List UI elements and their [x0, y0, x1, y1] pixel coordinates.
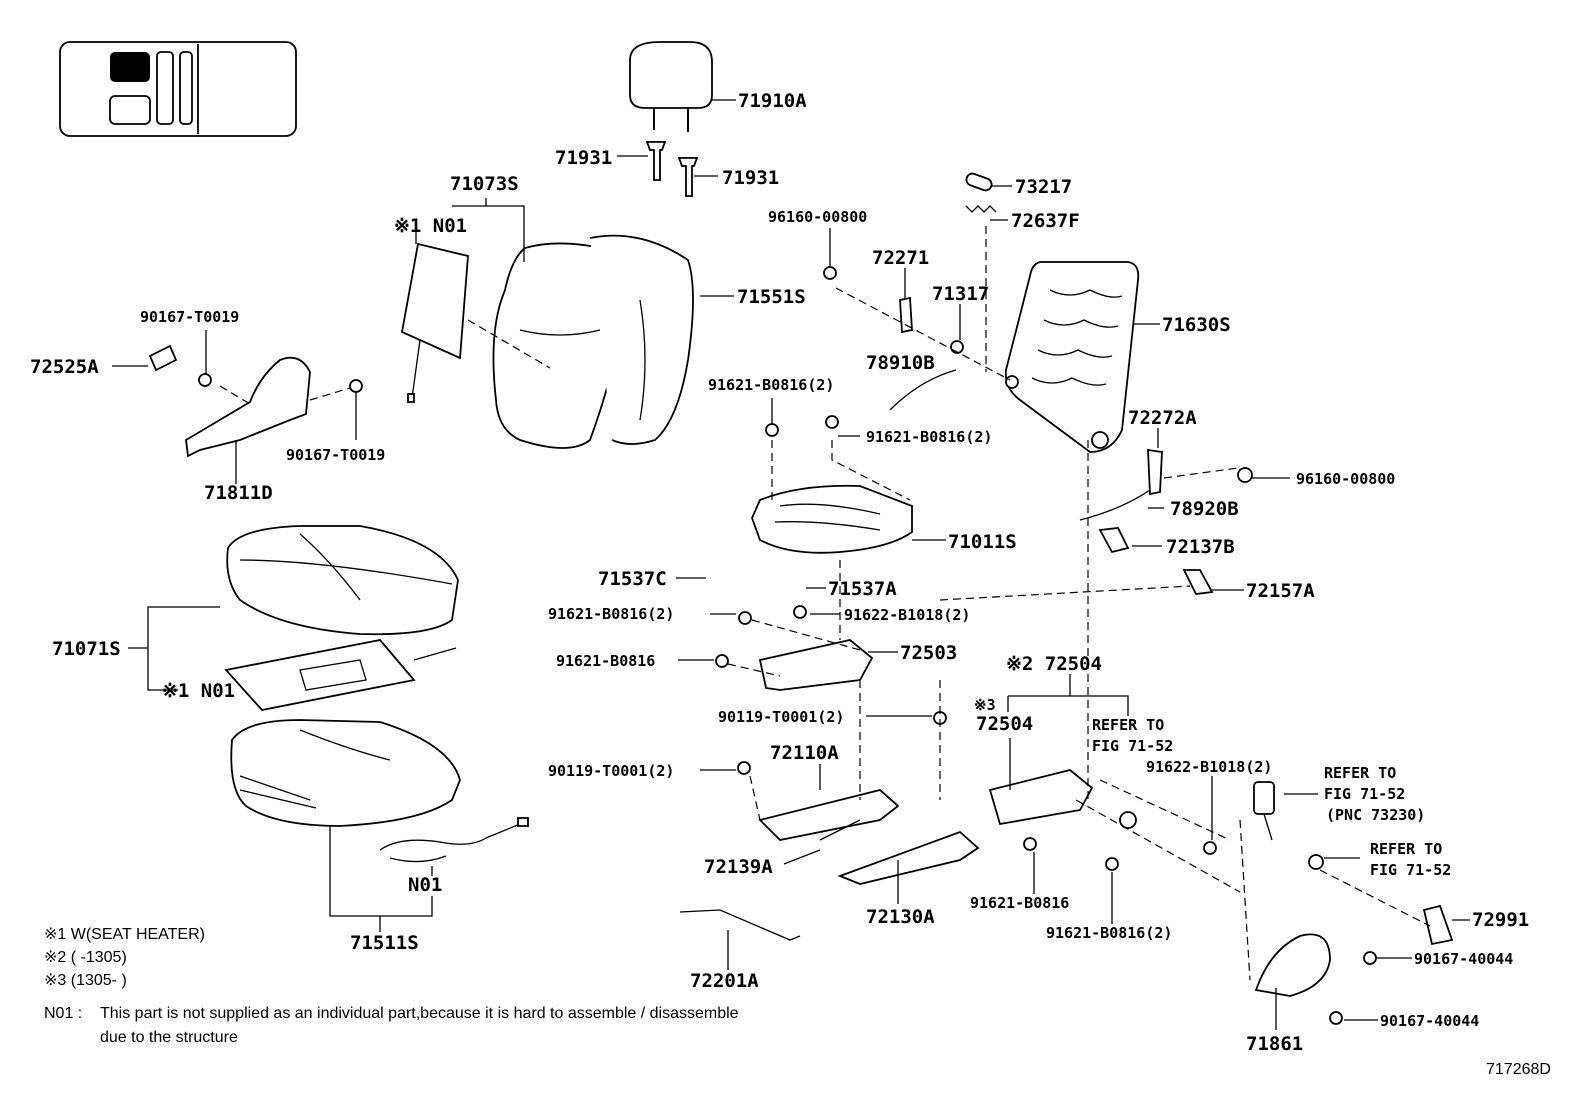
label-72525a: 72525A: [30, 356, 99, 378]
label-refer-1-a: REFER TO: [1092, 716, 1164, 734]
label-78920b: 78920B: [1170, 498, 1239, 520]
label-71861: 71861: [1246, 1033, 1303, 1055]
seatback-heater-drawing: [400, 242, 469, 403]
headrest-drawing: [629, 41, 713, 132]
label-72272a: 72272A: [1128, 407, 1197, 429]
figure-id: 717268D: [1486, 1061, 1551, 1078]
cushion-harness-drawing: [379, 817, 529, 863]
label-72504-b-mark: ※3: [974, 696, 996, 714]
label-refer-2-c: (PNC 73230): [1326, 806, 1425, 824]
label-91621-b0816-b: 91621-B0816(2): [866, 428, 992, 446]
label-73217: 73217: [1015, 176, 1072, 198]
seatback-frame-drawing: [1004, 261, 1140, 453]
label-71630s: 71630S: [1162, 314, 1231, 336]
label-refer-3-b: FIG 71-52: [1370, 861, 1451, 879]
label-n01-seatback: ※1 N01: [394, 215, 467, 237]
seat-cushion-cover-drawing: [230, 719, 461, 827]
label-96160-00800-a: 96160-00800: [768, 208, 867, 226]
leader-lines: [112, 99, 1470, 1030]
label-71011s: 71011S: [948, 531, 1017, 553]
label-90119-t0001-b: 90119-T0001(2): [548, 762, 674, 780]
label-72504-a: ※2 72504: [1006, 653, 1102, 675]
label-91621-b0816-c: 91621-B0816(2): [548, 605, 674, 623]
label-72157a: 72157A: [1246, 580, 1315, 602]
label-90167-t0019-a: 90167-T0019: [140, 308, 239, 326]
label-72137b: 72137B: [1166, 536, 1235, 558]
note-n01-code: N01 :: [44, 1005, 82, 1022]
cushion-heater-drawing: [224, 639, 457, 711]
label-71811d: 71811D: [204, 482, 273, 504]
cushion-frame-drawing: [751, 415, 913, 554]
label-91622-b1018-b: 91622-B1018(2): [1146, 758, 1272, 776]
label-90119-t0001-a: 90119-T0001(2): [718, 708, 844, 726]
footnotes: ※1 W(SEAT HEATER) ※2 ( -1305) ※3 (1305- …: [44, 926, 1551, 1078]
label-90167-40044-b: 90167-40044: [1380, 1012, 1479, 1030]
label-refer-2-b: FIG 71-52: [1324, 785, 1405, 803]
label-71317: 71317: [932, 283, 989, 305]
label-n01-cushion-heater: ※1 N01: [162, 680, 235, 702]
part-labels: 71910A 71931 71931 71073S ※1 N01 71551S …: [30, 90, 1529, 1055]
label-refer-3-a: REFER TO: [1370, 840, 1442, 858]
seat-location-indicator: [59, 41, 297, 137]
label-72637f: 72637F: [1011, 210, 1080, 232]
label-71537c: 71537C: [598, 568, 667, 590]
assembly-dash-lines: [219, 226, 1431, 981]
label-72139a: 72139A: [704, 856, 773, 878]
label-71511s: 71511S: [350, 932, 419, 954]
label-96160-00800-b: 96160-00800: [1296, 470, 1395, 488]
label-91621-b0816-d: 91621-B0816: [556, 652, 655, 670]
note-after-1305: ※3 (1305- ): [44, 972, 127, 989]
label-91622-b1018-a: 91622-B1018(2): [844, 606, 970, 624]
label-72110a: 72110A: [770, 742, 839, 764]
label-72271: 72271: [872, 247, 929, 269]
label-72991: 72991: [1472, 909, 1529, 931]
note-before-1305: ※2 ( -1305): [44, 949, 127, 966]
label-90167-t0019-b: 90167-T0019: [286, 446, 385, 464]
recliner-cover-drawing: [148, 344, 363, 458]
note-seat-heater: ※1 W(SEAT HEATER): [44, 926, 205, 943]
label-refer-1-b: FIG 71-52: [1092, 737, 1173, 755]
label-91621-b0816-a: 91621-B0816(2): [708, 376, 834, 394]
small-parts-drawing: [823, 172, 1253, 595]
label-72504-b: 72504: [976, 713, 1033, 735]
label-refer-2-a: REFER TO: [1324, 764, 1396, 782]
label-90167-40044-a: 90167-40044: [1414, 950, 1513, 968]
headrest-guide-drawing: [645, 141, 699, 197]
label-91621-b0816-f: 91621-B0816(2): [1046, 924, 1172, 942]
label-71071s: 71071S: [52, 638, 121, 660]
label-72503: 72503: [900, 642, 957, 664]
label-71551s: 71551S: [737, 286, 806, 308]
label-n01-harness: N01: [408, 874, 442, 896]
label-72130a: 72130A: [866, 906, 935, 928]
note-n01-text-line1: This part is not supplied as an individu…: [100, 1005, 739, 1022]
label-71537a: 71537A: [828, 578, 897, 600]
seat-track-drawing: [679, 605, 1217, 941]
belt-and-shield-drawing: [1253, 781, 1454, 1025]
label-71073s: 71073S: [450, 173, 519, 195]
note-n01-text-line2: due to the structure: [100, 1029, 238, 1046]
label-71931-a: 71931: [555, 147, 612, 169]
label-71910a: 71910A: [738, 90, 807, 112]
label-72201a: 72201A: [690, 970, 759, 992]
label-78910b: 78910B: [866, 352, 935, 374]
label-91621-b0816-e: 91621-B0816: [970, 894, 1069, 912]
seatback-cover-drawing: [492, 234, 694, 449]
seat-cushion-pad-drawing: [226, 525, 459, 636]
label-71931-b: 71931: [722, 167, 779, 189]
